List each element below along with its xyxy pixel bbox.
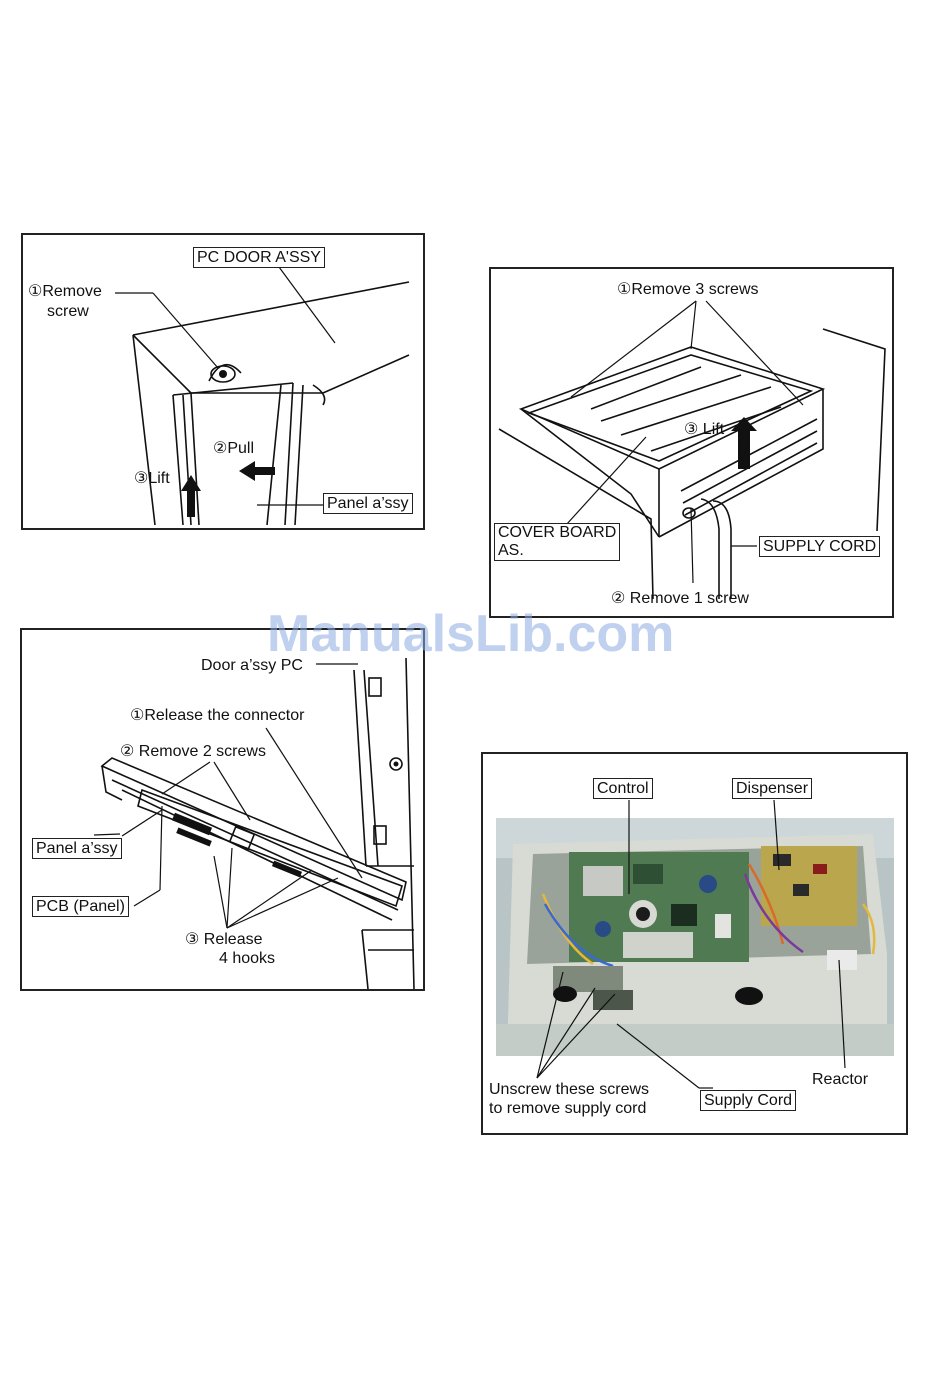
remove-3-screws-label: ①Remove 3 screws (617, 281, 759, 298)
cover-board-label: COVER BOARD AS. (494, 523, 621, 561)
dispenser-label: Dispenser (732, 778, 813, 799)
unscrew-screws-label-2: to remove supply cord (489, 1100, 647, 1117)
remove-2-screws-label: ② Remove 2 screws (120, 743, 266, 760)
figure-unit-photo: Control Dispenser Unscrew these screws t… (481, 752, 908, 1135)
screw-icon (389, 757, 403, 771)
cover-board-label-line-1: COVER BOARD (498, 524, 617, 541)
remove-screw-label-2: screw (47, 303, 89, 320)
pc-door-drawing (115, 266, 410, 526)
unit-photo (496, 799, 894, 1089)
screw-icon (219, 370, 227, 378)
panel-assy-label: Panel a’ssy (323, 493, 413, 514)
cover-board-drawing (498, 300, 886, 600)
cover-board-label-line-2: AS. (498, 542, 524, 559)
pull-arrow-icon (239, 461, 275, 481)
control-label: Control (593, 778, 653, 799)
unscrew-screws-label: Unscrew these screws (489, 1081, 650, 1098)
lift-label: ③Lift (134, 470, 170, 487)
remove-screw-label: ①Remove (28, 283, 102, 300)
release-4-hooks-label-2: 4 hooks (219, 950, 276, 967)
pcb-panel-label: PCB (Panel) (32, 896, 129, 917)
manualslib-watermark: ManualsLib.com (267, 605, 675, 663)
release-4-hooks-label: ③ Release (185, 931, 263, 948)
panel-assy-label: Panel a’ssy (32, 838, 122, 859)
release-connector-label: ①Release the connector (130, 707, 305, 724)
door-assy-pc-label: Door a’ssy PC (201, 657, 303, 674)
figure-door-pcb: Door a’ssy PC ①Release the connector ② R… (20, 628, 425, 991)
pull-label: ②Pull (213, 440, 255, 457)
supply-cord-label: Supply Cord (700, 1090, 797, 1111)
supply-cord-label: SUPPLY CORD (759, 536, 881, 557)
figure-pc-door: PC DOOR A'SSY ①Remove screw ②Pull ③Lift … (21, 233, 425, 530)
door-pcb-drawing (93, 657, 415, 989)
lift-arrow-icon (731, 417, 757, 469)
lift-arrow-icon (181, 475, 201, 517)
pc-door-title-label: PC DOOR A'SSY (193, 247, 325, 268)
lift-label: ③ Lift (684, 421, 725, 438)
reactor-label: Reactor (812, 1071, 869, 1088)
figure-cover-board: ①Remove 3 screws ③ Lift COVER BOARD AS. … (489, 267, 894, 618)
remove-1-screw-label: ② Remove 1 screw (611, 590, 749, 607)
